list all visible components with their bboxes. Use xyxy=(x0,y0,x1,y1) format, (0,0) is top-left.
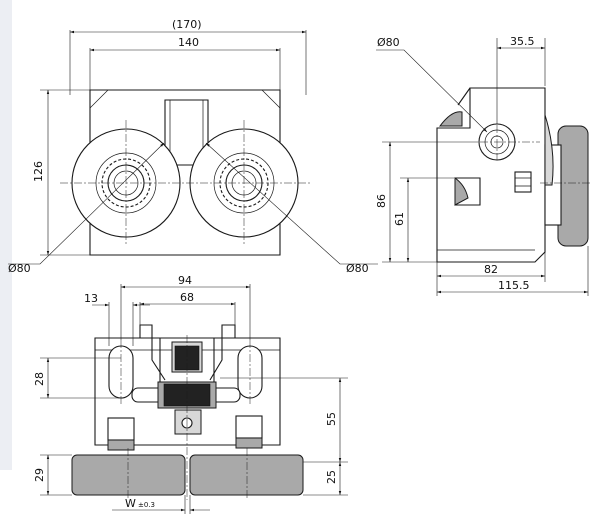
dim-126-label: 126 xyxy=(32,161,45,182)
dim-61-label: 61 xyxy=(393,212,406,226)
dim-82-label: 82 xyxy=(484,263,498,276)
dim-35-5-label: 35.5 xyxy=(510,35,535,48)
dim-170-label: (170) xyxy=(172,18,202,31)
dim-13-label: 13 xyxy=(84,292,98,305)
dim-115-5-label: 115.5 xyxy=(498,279,530,292)
page-edge xyxy=(0,0,12,470)
dia-left-label: Ø80 xyxy=(8,262,31,275)
left-wheel-bottom xyxy=(71,454,186,496)
right-nut xyxy=(235,415,263,439)
dim-28-label: 28 xyxy=(33,372,46,386)
bottom-view: 94 68 13 28 55 29 25 W ±0.3 xyxy=(33,274,348,514)
dim-29-label: 29 xyxy=(33,468,46,482)
dim-25-label: 25 xyxy=(325,470,338,484)
dim-140-label: 140 xyxy=(178,36,199,49)
bottom-plate xyxy=(94,337,281,446)
dia-right-label: Ø80 xyxy=(346,262,369,275)
right-wheel-bottom xyxy=(189,454,304,496)
dim-68-label: 68 xyxy=(180,291,194,304)
side-view: Ø80 35.5 86 61 82 115.5 xyxy=(375,35,590,296)
front-view: (170) 140 126 Ø80 Ø80 xyxy=(8,18,378,275)
dim-55-label: 55 xyxy=(325,412,338,426)
w-label: W xyxy=(125,497,136,510)
dim-94-label: 94 xyxy=(178,274,192,287)
side-dia-label: Ø80 xyxy=(377,36,400,49)
w-tolerance: ±0.3 xyxy=(138,501,155,509)
dim-86-label: 86 xyxy=(375,194,388,208)
left-nut xyxy=(107,417,135,441)
